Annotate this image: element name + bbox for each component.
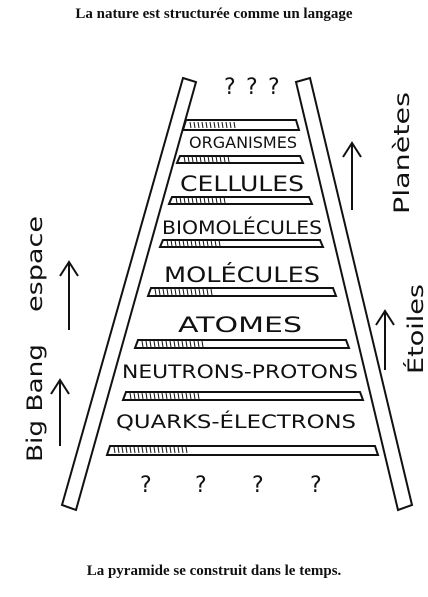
rung-label-biomolecules: BIOMOLÉCULES xyxy=(162,216,322,239)
top-question-marks: ? ? ? xyxy=(224,75,280,100)
rung-7: QUARKS-ÉLECTRONS xyxy=(105,410,380,456)
rung-label-molecules: MOLÉCULES xyxy=(164,262,320,287)
top-question-mark-1: ? xyxy=(224,75,236,100)
rung-label-atomes: ATOMES xyxy=(178,313,302,337)
rung-label-neutrons-protons: NEUTRONS-PROTONS xyxy=(122,361,358,383)
left-rail xyxy=(60,76,198,512)
rung-label-quarks-electrons: QUARKS-ÉLECTRONS xyxy=(116,410,356,433)
rung-1: ORGANISMES xyxy=(175,119,305,164)
bottom-question-mark-1: ? xyxy=(140,473,152,498)
left-label-big-bang: Big Bang xyxy=(23,344,47,462)
rung-2: CELLULES xyxy=(167,172,314,205)
left-arrow-lower xyxy=(50,378,70,446)
rung-4: MOLÉCULES xyxy=(146,262,338,297)
diagram-caption: La pyramide se construit dans le temps. xyxy=(86,563,342,579)
left-label-espace: espace xyxy=(23,216,47,312)
diagram-title: La nature est structurée comme un langag… xyxy=(75,6,353,22)
rung-texture xyxy=(113,121,236,454)
right-label-etoiles: Étoiles xyxy=(403,284,428,374)
ladder-rails xyxy=(60,76,414,512)
rung-3: BIOMOLÉCULES xyxy=(158,216,325,248)
right-label-planetes: Planètes xyxy=(390,92,414,214)
rung-5: ATOMES xyxy=(133,313,351,349)
right-arrow-upper xyxy=(342,141,362,210)
bottom-question-mark-2: ? xyxy=(195,473,207,498)
top-question-mark-2: ? xyxy=(246,75,258,100)
right-arrow-lower xyxy=(375,309,395,370)
rung-label-cellules: CELLULES xyxy=(180,172,304,196)
rung-label-organismes: ORGANISMES xyxy=(189,133,297,152)
bottom-question-mark-3: ? xyxy=(252,473,264,498)
left-arrow-upper xyxy=(59,260,79,330)
top-question-mark-3: ? xyxy=(268,75,280,100)
bottom-question-marks: ? ? ? ? xyxy=(140,473,322,498)
bottom-question-mark-4: ? xyxy=(310,473,322,498)
right-rail xyxy=(294,76,414,512)
